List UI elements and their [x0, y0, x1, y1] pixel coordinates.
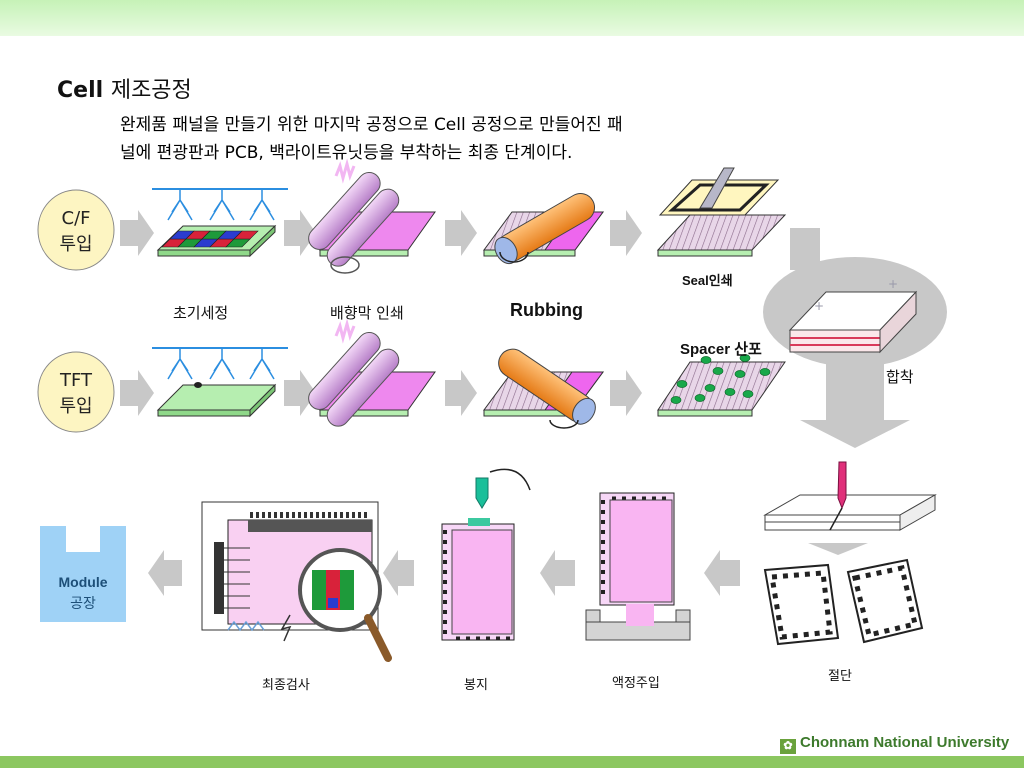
cf-cleaning-illustration — [152, 188, 288, 258]
slide-title: Cell 제조공정 — [57, 72, 192, 104]
tft-input-circle: TFT 투입 — [37, 351, 115, 433]
tft-label-2: 투입 — [59, 396, 92, 417]
arrow-right-5 — [120, 370, 154, 416]
arrow-right-2 — [284, 210, 316, 256]
header-band — [0, 0, 1024, 36]
final-inspection-illustration — [201, 501, 392, 662]
footer-band — [0, 756, 1024, 768]
title-en: Cell — [57, 78, 104, 103]
label-bonding: 합착 — [886, 368, 914, 386]
module-label-2: 공장 — [70, 595, 96, 611]
arrow-left-1 — [704, 550, 740, 596]
cf-label-2: 투입 — [59, 234, 92, 255]
label-seal-print: Seal인쇄 — [682, 273, 733, 288]
arrow-left-3 — [383, 550, 414, 596]
label-lc-injection: 액정주입 — [612, 676, 660, 691]
university-name: Chonnam National University — [800, 734, 1010, 751]
arrow-right-6 — [284, 370, 316, 416]
bonded-panel-illustration: + + — [788, 277, 918, 354]
title-ko: 제조공정 — [110, 78, 192, 103]
label-cutting: 절단 — [828, 669, 852, 684]
label-spacer: Spacer 산포 — [680, 341, 762, 358]
plus-mark-2: + — [888, 277, 898, 291]
label-sealing: 봉지 — [464, 678, 488, 693]
label-rubbing: Rubbing — [510, 300, 583, 320]
slide-description: 완제품 패널을 만들기 위한 마지막 공정으로 Cell 공정으로 만들어진 패… — [120, 115, 623, 163]
seal-print-illustration — [656, 167, 787, 257]
module-label-1: Module — [59, 574, 108, 590]
tft-rubbing-illustration — [483, 348, 604, 429]
label-final-inspection: 최종검사 — [262, 678, 310, 693]
university-logo: ✿ Chonnam National University — [780, 734, 1009, 754]
arrow-right-1 — [120, 210, 154, 256]
cf-label-1: C/F — [62, 208, 91, 229]
flow-arrows-right — [120, 210, 642, 416]
sealing-illustration — [441, 468, 531, 641]
university-emblem-icon: ✿ — [780, 739, 796, 754]
tft-cleaning-illustration — [152, 347, 288, 418]
cutting-illustration — [763, 461, 937, 646]
cf-input-circle: C/F 투입 — [37, 189, 115, 271]
cf-alignment-print-illustration — [308, 158, 436, 274]
module-factory-box: Module 공장 — [40, 526, 126, 622]
arrow-right-8 — [610, 370, 642, 416]
arrow-right-7 — [445, 370, 477, 416]
tft-alignment-print-illustration — [308, 318, 436, 427]
spacer-spray-illustration — [657, 354, 786, 417]
arrow-left-4 — [148, 550, 182, 596]
flow-arrows-left — [148, 550, 740, 596]
label-initial-cleaning: 초기세정 — [173, 304, 229, 322]
plus-mark-1: + — [814, 299, 824, 313]
arrow-left-2 — [540, 550, 575, 596]
lc-injection-illustration — [585, 492, 691, 641]
arrow-right-3 — [445, 210, 477, 256]
label-alignment-print: 배향막 인쇄 — [330, 304, 404, 322]
cf-rubbing-illustration — [483, 193, 604, 265]
arrow-right-4 — [610, 210, 642, 256]
tft-label-1: TFT — [59, 370, 93, 391]
